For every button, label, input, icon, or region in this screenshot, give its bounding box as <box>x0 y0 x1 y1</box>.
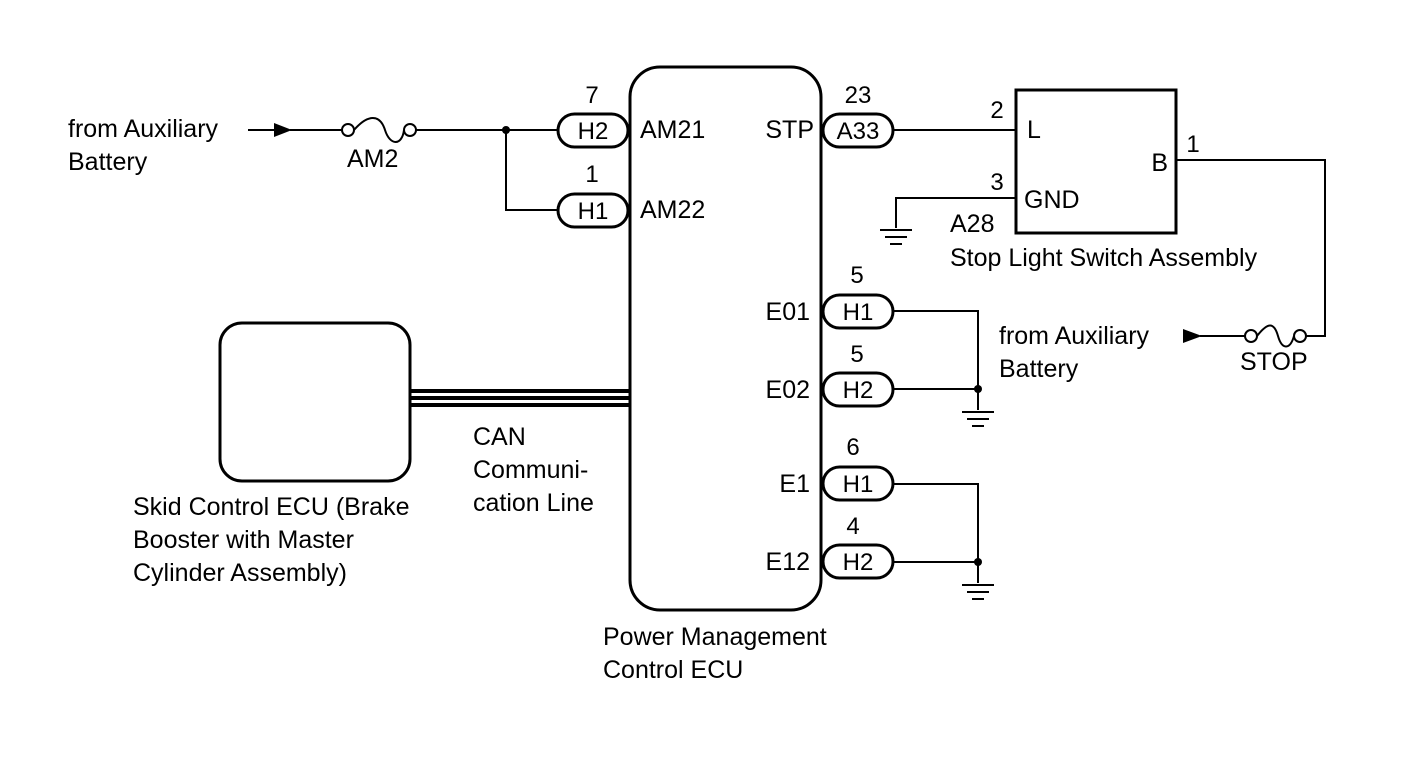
connector-pin-number: 4 <box>846 513 859 540</box>
stop-switch-pin-l: 2 <box>990 97 1003 124</box>
connector-code: A33 <box>837 118 880 145</box>
fuse-terminal-icon <box>1293 329 1307 343</box>
right-battery-source: from Auxiliary Battery <box>999 322 1245 383</box>
connector-code: H1 <box>843 471 874 498</box>
connector-e1: 6 H1 <box>821 434 895 502</box>
terminal-e1: E1 <box>779 470 810 498</box>
splice-point <box>974 558 982 566</box>
terminal-e01: E01 <box>766 298 810 326</box>
fuse-link-icon <box>353 117 405 143</box>
right-source-line1: from Auxiliary <box>999 322 1150 350</box>
connector-code: H1 <box>578 198 609 225</box>
connector-e12: 4 H2 <box>821 513 895 580</box>
left-source-line2: Battery <box>68 148 148 176</box>
power-ecu-name-line1: Power Management <box>603 623 827 651</box>
stop-switch-name: Stop Light Switch Assembly <box>950 244 1258 272</box>
ground-icon <box>962 584 994 600</box>
stop-switch-code: A28 <box>950 210 994 238</box>
connector-code: H2 <box>578 118 609 145</box>
switch-terminal-gnd: GND <box>1024 186 1080 214</box>
right-source-arrow-icon <box>1183 329 1202 343</box>
connector-e01: 5 H1 <box>821 262 895 330</box>
switch-terminal-l: L <box>1027 116 1041 144</box>
terminal-am22: AM22 <box>640 196 705 224</box>
terminal-stp: STP <box>765 116 814 144</box>
stop-switch-pin-b: 1 <box>1186 131 1199 158</box>
terminal-e02: E02 <box>766 376 810 404</box>
right-source-line2: Battery <box>999 355 1079 383</box>
splice-point <box>974 385 982 393</box>
connector-code: H2 <box>843 549 874 576</box>
can-label-line3: cation Line <box>473 489 594 517</box>
connector-code: H1 <box>843 299 874 326</box>
skid-ecu-line3: Cylinder Assembly) <box>133 559 347 587</box>
fuse-terminal-icon <box>403 123 417 137</box>
left-source-arrow-icon <box>274 123 292 137</box>
fuse-terminal-icon <box>1244 329 1258 343</box>
can-label-line1: CAN <box>473 423 526 451</box>
left-battery-source: from Auxiliary Battery <box>68 115 342 176</box>
can-label-line2: Communi- <box>473 456 588 484</box>
stop-fuse: STOP <box>1240 324 1308 376</box>
skid-ecu-line2: Booster with Master <box>133 526 354 554</box>
connector-pin-number: 5 <box>850 341 863 368</box>
connector-stp: 23 A33 <box>821 82 895 149</box>
connector-pin-number: 5 <box>850 262 863 289</box>
stop-switch-pin-gnd: 3 <box>990 169 1003 196</box>
ground-icon <box>880 229 912 245</box>
connector-pin-number: 23 <box>845 82 872 109</box>
connector-e02: 5 H2 <box>821 341 895 408</box>
power-ecu-name-line2: Control ECU <box>603 656 743 684</box>
stop-light-switch: L GND B A28 Stop Light Switch Assembly <box>950 88 1258 272</box>
terminal-am21: AM21 <box>640 116 705 144</box>
connector-pin-number: 1 <box>585 161 598 188</box>
am2-fuse: AM2 <box>341 117 417 173</box>
fuse-link-icon <box>1256 324 1295 348</box>
power-management-ecu: AM21 AM22 STP E01 E02 E1 E12 Power Manag… <box>603 65 827 684</box>
connector-am22: 1 H1 <box>556 161 630 229</box>
left-source-line1: from Auxiliary <box>68 115 219 143</box>
connector-pin-number: 6 <box>846 434 859 461</box>
stop-fuse-label: STOP <box>1240 348 1308 376</box>
switch-terminal-b: B <box>1151 149 1168 177</box>
connector-pin-number: 7 <box>585 82 598 109</box>
fuse-terminal-icon <box>341 123 355 137</box>
connector-code: H2 <box>843 377 874 404</box>
ground-icon <box>962 411 994 427</box>
connector-am21: 7 H2 <box>556 82 630 149</box>
skid-control-ecu: Skid Control ECU (Brake Booster with Mas… <box>133 321 412 587</box>
skid-ecu-line1: Skid Control ECU (Brake <box>133 493 409 521</box>
can-communication-line: CAN Communi- cation Line <box>410 389 630 517</box>
am2-fuse-label: AM2 <box>347 145 398 173</box>
terminal-e12: E12 <box>766 548 810 576</box>
